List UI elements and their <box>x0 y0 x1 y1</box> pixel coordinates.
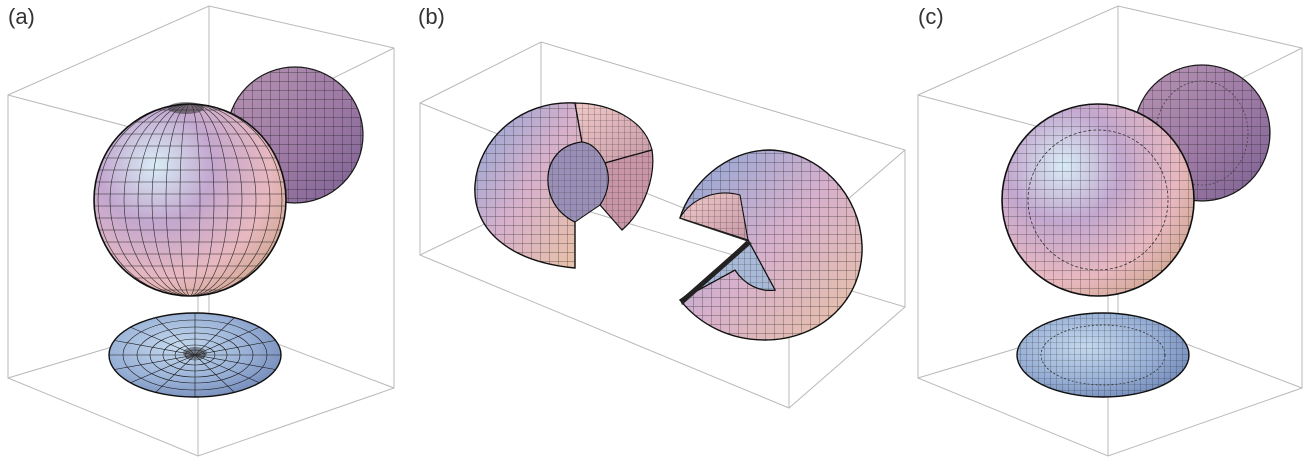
cut-sphere-right-b <box>678 149 863 341</box>
panel-a <box>7 5 395 457</box>
sphere-a <box>93 102 287 297</box>
panel-label-c: (c) <box>918 4 944 29</box>
sphere-c <box>1001 103 1195 297</box>
cut-sphere-left-b <box>474 102 654 269</box>
projected-disk-a <box>108 312 282 398</box>
panel-b <box>419 41 906 409</box>
projected-cap-a <box>226 66 364 204</box>
panel-label-a: (a) <box>8 4 35 29</box>
panel-label-b: (b) <box>418 4 445 29</box>
panel-c <box>917 5 1303 457</box>
projected-disk-c <box>1016 312 1190 398</box>
